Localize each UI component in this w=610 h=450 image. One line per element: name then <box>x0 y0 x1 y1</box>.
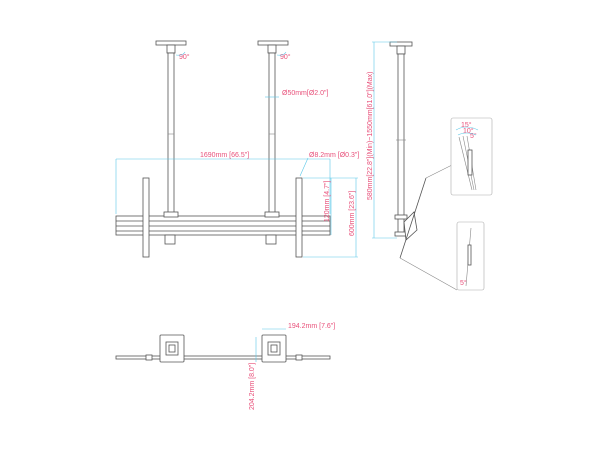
tilt-angle-10: 10° <box>463 127 474 135</box>
display-bracket-right <box>295 177 303 258</box>
crossbar-rails <box>115 215 331 236</box>
ceiling-plate-right <box>257 40 289 54</box>
top-plate-right <box>261 334 287 363</box>
bracket-height-label: 600mm [23.6"] <box>349 191 356 236</box>
top-crossbar <box>115 355 331 360</box>
display-bracket-left <box>142 177 150 258</box>
front-view: 90° 90° Ø50mm[Ø2.0"] 1690mm [66.5"] Ø8.2… <box>115 40 359 258</box>
tilt-angle-15: 15° <box>461 121 472 129</box>
plate-depth-label: 204.2mm [8.0"] <box>249 363 256 410</box>
height-range-label: 580mm[22.8"](Min)~1550mm[61.0"](Max) <box>367 72 374 201</box>
side-view: 580mm[22.8"](Min)~1550mm[61.0"](Max) 15°… <box>367 41 493 291</box>
ceiling-plate-left <box>155 40 187 54</box>
rotation-label-left: 90° <box>179 53 190 61</box>
rotation-label-right: 90° <box>280 53 291 61</box>
side-pole <box>397 53 405 235</box>
tilt-detail-inset: 15° 10° 5° <box>450 117 493 196</box>
rail-height-label: 120mm [4.7"] <box>324 181 331 222</box>
top-plate-left <box>159 334 185 363</box>
hole-diameter-label: Ø8.2mm [Ø0.3"] <box>309 152 359 159</box>
tilt-detail-inset-2: 5° <box>456 221 485 291</box>
tilt-angle-label: 5° <box>460 279 467 287</box>
overall-width-label: 1690mm [66.5"] <box>200 152 249 159</box>
pole-diameter-label: Ø50mm[Ø2.0"] <box>282 90 328 97</box>
plate-width-label: 194.2mm [7.6"] <box>288 323 335 330</box>
top-view: 194.2mm [7.6"] 204.2mm [8.0"] <box>115 323 335 410</box>
tilt-angle-5: 5° <box>470 132 477 140</box>
